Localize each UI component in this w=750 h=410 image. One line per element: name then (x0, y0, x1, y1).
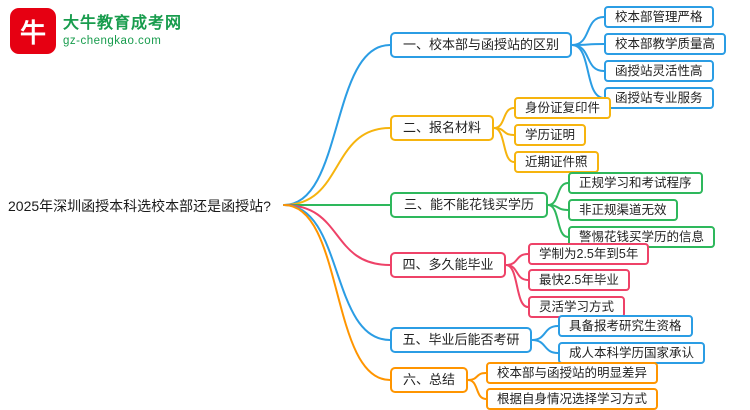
leaf-node-5-1: 具备报考研究生资格 (558, 315, 693, 337)
mindmap-root-title: 2025年深圳函授本科选校本部还是函授站? (8, 198, 271, 214)
branch-node-3: 三、能不能花钱买学历 (390, 192, 548, 218)
leaf-node-1-4: 函授站专业服务 (604, 87, 714, 109)
leaf-node-4-1: 学制为2.5年到5年 (528, 243, 650, 265)
branch-node-1: 一、校本部与函授站的区别 (390, 32, 572, 58)
leaf-node-1-2: 校本部教学质量高 (604, 33, 727, 55)
leaf-node-2-2: 学历证明 (514, 124, 587, 146)
leaf-node-6-2: 根据自身情况选择学习方式 (486, 388, 659, 410)
leaf-node-3-2: 非正规渠道无效 (568, 199, 678, 221)
leaf-node-2-1: 身份证复印件 (514, 97, 612, 119)
leaf-node-3-3: 警惕花钱买学历的信息 (568, 226, 716, 248)
branch-node-4: 四、多久能毕业 (390, 252, 506, 278)
brand-name: 大牛教育成考网 (63, 14, 183, 32)
bull-logo-icon: 牛 (10, 8, 56, 54)
leaf-node-1-3: 函授站灵活性高 (604, 60, 714, 82)
branch-node-5: 五、毕业后能否考研 (390, 327, 532, 353)
branch-node-2: 二、报名材料 (390, 115, 494, 141)
leaf-node-3-1: 正规学习和考试程序 (568, 172, 703, 194)
leaf-node-5-2: 成人本科学历国家承认 (558, 342, 706, 364)
leaf-node-4-2: 最快2.5年毕业 (528, 269, 630, 291)
leaf-node-1-1: 校本部管理严格 (604, 6, 714, 28)
leaf-node-2-3: 近期证件照 (514, 151, 599, 173)
branch-node-6: 六、总结 (390, 367, 468, 393)
leaf-node-6-1: 校本部与函授站的明显差异 (486, 362, 659, 384)
brand-domain: gz-chengkao.com (63, 34, 162, 47)
site-logo: 牛 大牛教育成考网 gz-chengkao.com (10, 8, 182, 54)
